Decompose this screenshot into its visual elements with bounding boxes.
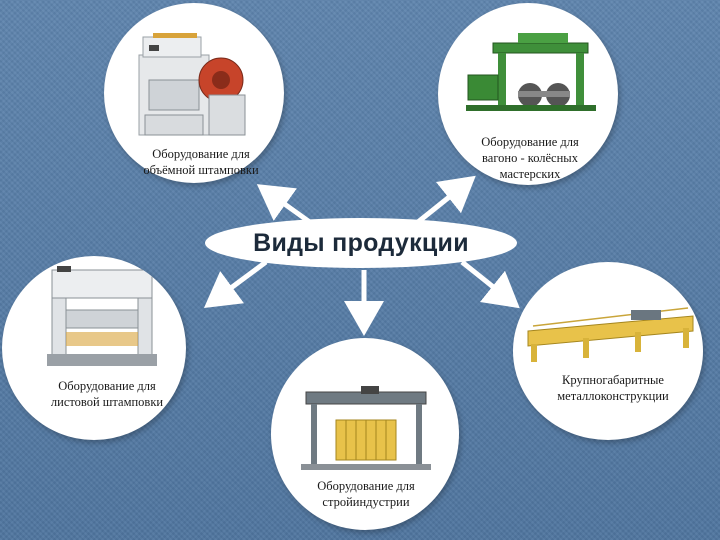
label-line: Крупногабаритные [562, 373, 664, 387]
label-line: мастерских [499, 167, 561, 181]
node-metal-label: Крупногабаритные металлоконструкции [538, 372, 688, 404]
steel-structure-icon [527, 307, 694, 362]
arrow-to-wagon [416, 175, 476, 224]
sheet-press-icon [47, 266, 157, 366]
label-line: листовой штамповки [50, 395, 164, 409]
center-title-oval: Виды продукции [205, 218, 517, 268]
label-line: стройиндустрии [322, 495, 410, 509]
forging-press-icon [138, 33, 246, 136]
label-line: вагоно - колёсных [482, 151, 578, 165]
node-build-label: Оборудование для стройиндустрии [296, 478, 436, 510]
node-metal-circle [513, 262, 703, 440]
label-line: Оборудование для [152, 147, 250, 161]
label-line: Оборудование для [58, 379, 156, 393]
node-wagon-circle [438, 3, 618, 185]
label-line: Оборудование для [481, 135, 579, 149]
arrow-to-metal [460, 260, 520, 309]
wheel-workshop-machine-icon [466, 33, 596, 111]
label-line: объёмной штамповки [143, 163, 259, 177]
arrow-to-sheet [203, 259, 268, 308]
diagram-title: Виды продукции [253, 228, 469, 257]
node-sheet-label: Оборудование для листовой штамповки [30, 378, 184, 410]
node-sheet-circle [2, 256, 186, 440]
node-volume-label: Оборудование для объёмной штамповки [128, 146, 274, 178]
concrete-plant-icon [301, 386, 431, 470]
label-line: Оборудование для [317, 479, 415, 493]
node-build-circle [271, 338, 459, 530]
label-line: металлоконструкции [557, 389, 669, 403]
node-volume-circle [104, 3, 284, 183]
node-wagon-label: Оборудование для вагоно - колёсных масте… [468, 134, 592, 182]
